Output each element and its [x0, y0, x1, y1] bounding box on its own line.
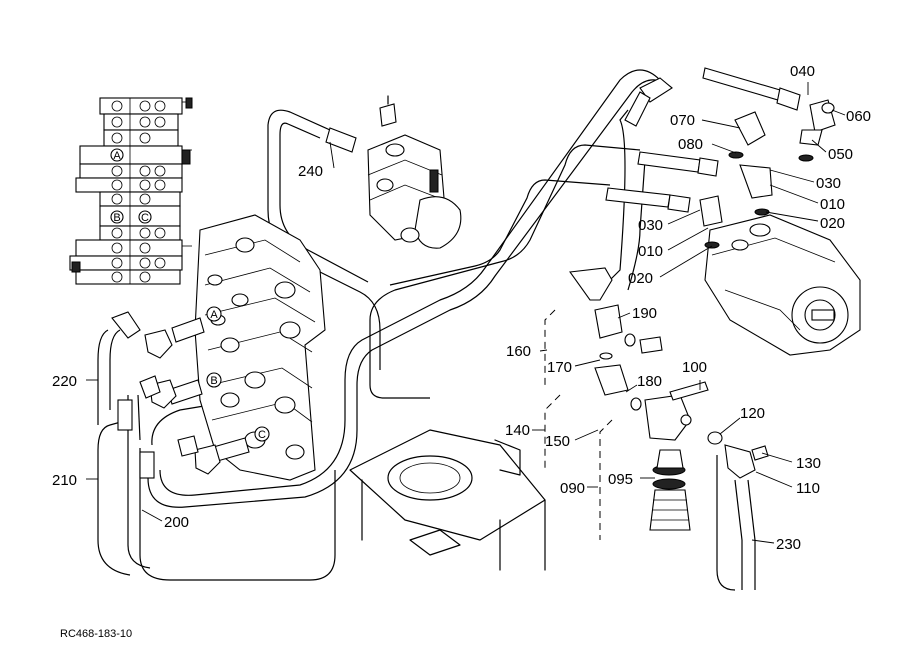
- callout-200: 200: [164, 514, 189, 531]
- control-valve-schematic: A B C: [69, 97, 193, 285]
- circle-label-b: B: [210, 375, 217, 387]
- callout-210: 210: [52, 472, 77, 489]
- callout-170: 170: [547, 359, 572, 376]
- control-valve-block: A B C: [111, 214, 326, 481]
- callout-020-left: 020: [628, 270, 653, 287]
- callout-140: 140: [505, 422, 530, 439]
- callout-240: 240: [298, 163, 323, 180]
- leader-lines: [86, 82, 846, 544]
- callout-020-right: 020: [820, 215, 845, 232]
- hydraulic-pump: [704, 214, 861, 356]
- callout-070: 070: [670, 112, 695, 129]
- circle-label-a: A: [210, 309, 218, 321]
- callout-090: 090: [560, 480, 585, 497]
- callout-095: 095: [608, 471, 633, 488]
- callout-190: 190: [632, 305, 657, 322]
- circle-label-a-schematic: A: [113, 150, 121, 162]
- pump-fittings: [605, 67, 836, 249]
- reference-code: RC468-183-10: [60, 628, 132, 640]
- callout-010-left: 010: [638, 243, 663, 260]
- callout-110: 110: [796, 480, 820, 497]
- callout-150: 150: [545, 433, 570, 450]
- callout-180: 180: [637, 373, 662, 390]
- callout-030-left: 030: [638, 217, 663, 234]
- circle-label-b-schematic: B: [113, 212, 120, 224]
- lower-fittings: [569, 267, 769, 531]
- callout-080: 080: [678, 136, 703, 153]
- callout-220: 220: [52, 373, 77, 390]
- callout-130: 130: [796, 455, 821, 472]
- group-brackets: [544, 309, 613, 540]
- circle-label-c-schematic: C: [141, 212, 149, 224]
- circle-label-c: C: [258, 429, 266, 441]
- callout-labels: 040 060 070 080 050 030 010 020 030 010 …: [52, 63, 871, 553]
- callout-030-right: 030: [816, 175, 841, 192]
- callout-160: 160: [506, 343, 531, 360]
- callout-230: 230: [776, 536, 801, 553]
- callout-050: 050: [828, 146, 853, 163]
- valve-assembly: [325, 95, 462, 249]
- callout-060: 060: [846, 108, 871, 125]
- callout-040: 040: [790, 63, 815, 80]
- base-plate: [349, 429, 546, 571]
- callout-120: 120: [740, 405, 765, 422]
- callout-010-right: 010: [820, 196, 845, 213]
- callout-100: 100: [682, 359, 707, 376]
